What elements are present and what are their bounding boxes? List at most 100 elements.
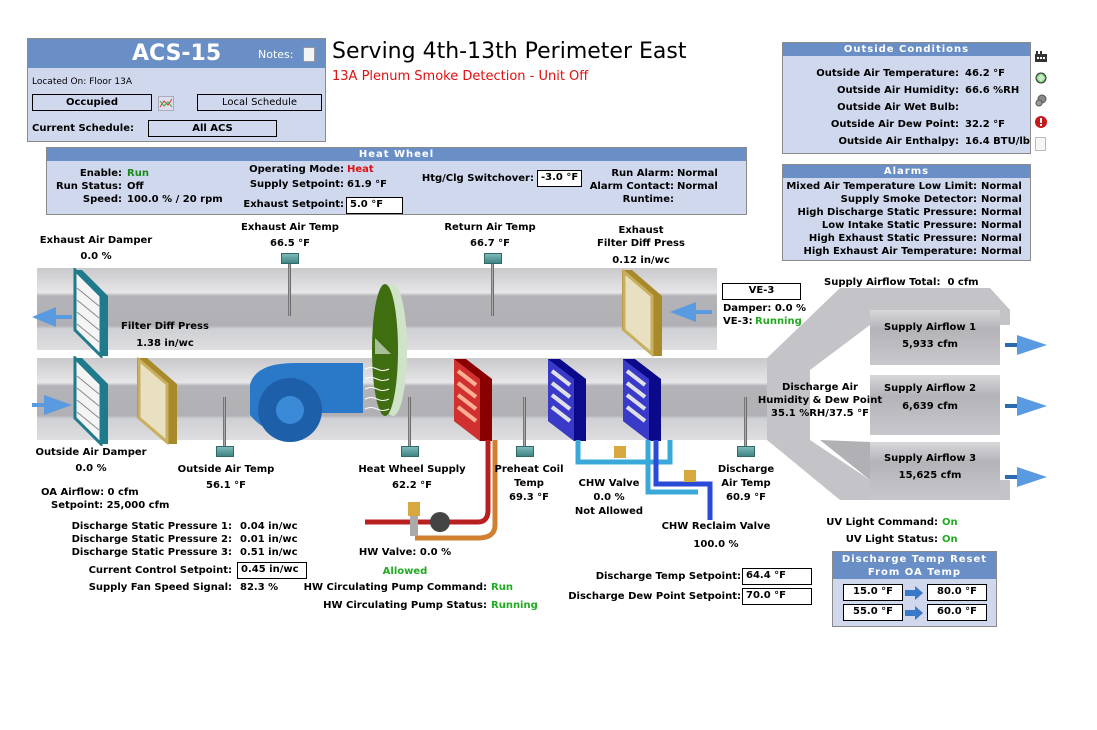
exhaust-filter-label-2: Filter Diff Press: [597, 238, 685, 249]
unit-name: ACS-15: [132, 41, 222, 66]
discharge-temp-setpoint-label: Discharge Temp Setpoint:: [595, 571, 741, 582]
reset-oa-low-input[interactable]: 15.0 °F: [843, 584, 903, 601]
exhaust-filter-value: 0.12 in/wc: [612, 255, 670, 266]
static-pressure-2-value: 0.01 in/wc: [240, 534, 298, 545]
switchover-input[interactable]: -3.0 °F: [537, 170, 582, 187]
outside-air-damper-icon[interactable]: [72, 356, 112, 446]
preheat-coil-label-1: Preheat Coil: [494, 464, 564, 475]
reset-oa-high-input[interactable]: 55.0 °F: [843, 604, 903, 621]
alarm-value: Normal: [981, 220, 1022, 231]
exhaust-arrow-icon: [32, 307, 72, 327]
chw-coil-1-icon: [548, 359, 586, 441]
discharge-humidity-value: 35.1 %RH/37.5 °F: [771, 408, 869, 419]
runtime-label: Runtime:: [622, 194, 674, 205]
uv-command-value: On: [942, 517, 958, 528]
discharge-reset-title-2: From OA Temp: [867, 567, 962, 578]
exhaust-air-damper-value: 0.0 %: [80, 251, 112, 262]
reset-dat-low-input[interactable]: 60.0 °F: [927, 604, 987, 621]
chw-valve-label: CHW Valve: [578, 478, 640, 489]
document-icon[interactable]: [1035, 137, 1046, 151]
gears-icon[interactable]: [1034, 93, 1048, 107]
outside-air-damper-label: Outside Air Damper: [35, 447, 147, 458]
reset-dat-high-input[interactable]: 80.0 °F: [927, 584, 987, 601]
heat-wheel-icon[interactable]: [365, 280, 410, 420]
exhaust-air-temp-sensor-icon[interactable]: [281, 253, 299, 264]
return-air-arrow-icon: [670, 302, 712, 322]
discharge-air-temp-sensor-icon[interactable]: [737, 446, 755, 457]
notes-icon[interactable]: [303, 47, 315, 62]
chw-valve-value: 0.0 %: [593, 492, 625, 503]
trend-icon[interactable]: [158, 96, 174, 111]
alert-message: 13A Plenum Smoke Detection - Unit Off: [332, 69, 589, 84]
control-setpoint-label: Current Control Setpoint:: [88, 565, 232, 576]
return-air-temp-sensor-icon[interactable]: [484, 253, 502, 264]
hw-speed-value: 100.0 % / 20 rpm: [127, 194, 223, 205]
alarms-panel: Alarms Mixed Air Temperature Low Limit:N…: [782, 164, 1031, 261]
static-pressure-2-label: Discharge Static Pressure 2:: [71, 534, 232, 545]
alarm-label: High Discharge Static Pressure:: [797, 207, 977, 218]
exhaust-air-temp-rod: [288, 264, 291, 316]
exhaust-air-damper-label: Exhaust Air Damper: [39, 235, 153, 246]
alarm-value: Normal: [981, 233, 1022, 244]
outside-conditions-title: Outside Conditions: [783, 43, 1030, 56]
hw-valve-status: Allowed: [382, 566, 428, 577]
discharge-dew-setpoint-input[interactable]: 70.0 °F: [742, 588, 812, 605]
preheat-coil-temp-sensor-icon[interactable]: [516, 446, 534, 457]
discharge-air-temp-rod: [744, 397, 747, 447]
return-air-temp-rod: [491, 264, 494, 316]
hw-run-status-value: Off: [127, 181, 144, 192]
fan-speed-value: 82.3 %: [240, 582, 279, 593]
building-icon[interactable]: [1034, 50, 1048, 62]
supply-airflow-1-value: 5,933 cfm: [902, 339, 958, 350]
hw-pump-status-label: HW Circulating Pump Status:: [323, 600, 487, 611]
heat-wheel-supply-sensor-icon[interactable]: [401, 446, 419, 457]
chw-reclaim-valve-label: CHW Reclaim Valve: [661, 521, 771, 532]
heat-wheel-panel: Heat Wheel Enable: Run Run Status: Off S…: [46, 147, 747, 215]
supply-setpoint-label: Supply Setpoint:: [249, 179, 344, 190]
alarm-value: Normal: [981, 194, 1022, 205]
oc-row: Outside Air Dew Point:32.2 °F: [783, 118, 1030, 135]
current-schedule-button[interactable]: All ACS: [148, 120, 277, 137]
oc-value: 32.2 °F: [965, 119, 1005, 130]
alarm-row: Low Intake Static Pressure: Normal: [783, 219, 1030, 232]
exhaust-setpoint-input[interactable]: 5.0 °F: [346, 197, 403, 214]
unit-panel: ACS-15 Notes: Located On: Floor 13A Occu…: [27, 38, 326, 142]
alarm-row: Supply Smoke Detector: Normal: [783, 193, 1030, 206]
return-air-temp-label: Return Air Temp: [444, 222, 536, 233]
oc-label: Outside Air Enthalpy:: [838, 136, 959, 147]
discharge-reset-title-1: Discharge Temp Reset: [841, 554, 988, 565]
uv-status-label: UV Light Status:: [845, 534, 938, 545]
current-schedule-label: Current Schedule:: [32, 123, 135, 134]
chw-coil-2-icon: [623, 359, 661, 441]
preheat-coil-temp-rod: [523, 397, 526, 447]
alarm-label: Supply Smoke Detector:: [840, 194, 977, 205]
occupancy-button[interactable]: Occupied: [32, 94, 152, 111]
discharge-air-temp-label-1: Discharge: [717, 464, 775, 475]
hw-piping: [365, 440, 498, 541]
outside-air-temp-sensor-icon[interactable]: [216, 446, 234, 457]
supply-arrow-1-icon: [1005, 335, 1047, 355]
exhaust-air-damper-icon[interactable]: [72, 268, 112, 358]
alarms-title: Alarms: [783, 165, 1030, 178]
alarm-value: Normal: [981, 181, 1022, 192]
recycle-icon[interactable]: [1034, 71, 1048, 85]
heat-wheel-supply-value: 62.2 °F: [392, 480, 432, 491]
alarm-label: High Exhaust Air Temperature:: [803, 246, 977, 257]
outside-air-arrow-icon: [32, 395, 72, 415]
alarm-label: Low Intake Static Pressure:: [821, 220, 977, 231]
oc-label: Outside Air Wet Bulb:: [837, 102, 959, 113]
oc-value: 46.2 °F: [965, 68, 1005, 79]
outside-air-damper-value: 0.0 %: [75, 463, 107, 474]
fan-speed-label: Supply Fan Speed Signal:: [88, 582, 232, 593]
control-setpoint-input[interactable]: 0.45 in/wc: [237, 562, 307, 579]
switchover-label: Htg/Clg Switchover:: [421, 173, 534, 184]
alarm-icon[interactable]: [1034, 115, 1048, 129]
local-schedule-button[interactable]: Local Schedule: [197, 94, 322, 111]
supply-fan-icon[interactable]: [235, 355, 400, 445]
discharge-reset-header: Discharge Temp Reset From OA Temp: [833, 552, 996, 579]
ve3-button[interactable]: VE-3: [722, 283, 801, 300]
discharge-humidity-label-1: Discharge Air: [782, 382, 858, 393]
supply-airflow-1-label: Supply Airflow 1: [883, 322, 977, 333]
discharge-temp-setpoint-input[interactable]: 64.4 °F: [742, 568, 812, 585]
chw-piping: [575, 440, 713, 520]
